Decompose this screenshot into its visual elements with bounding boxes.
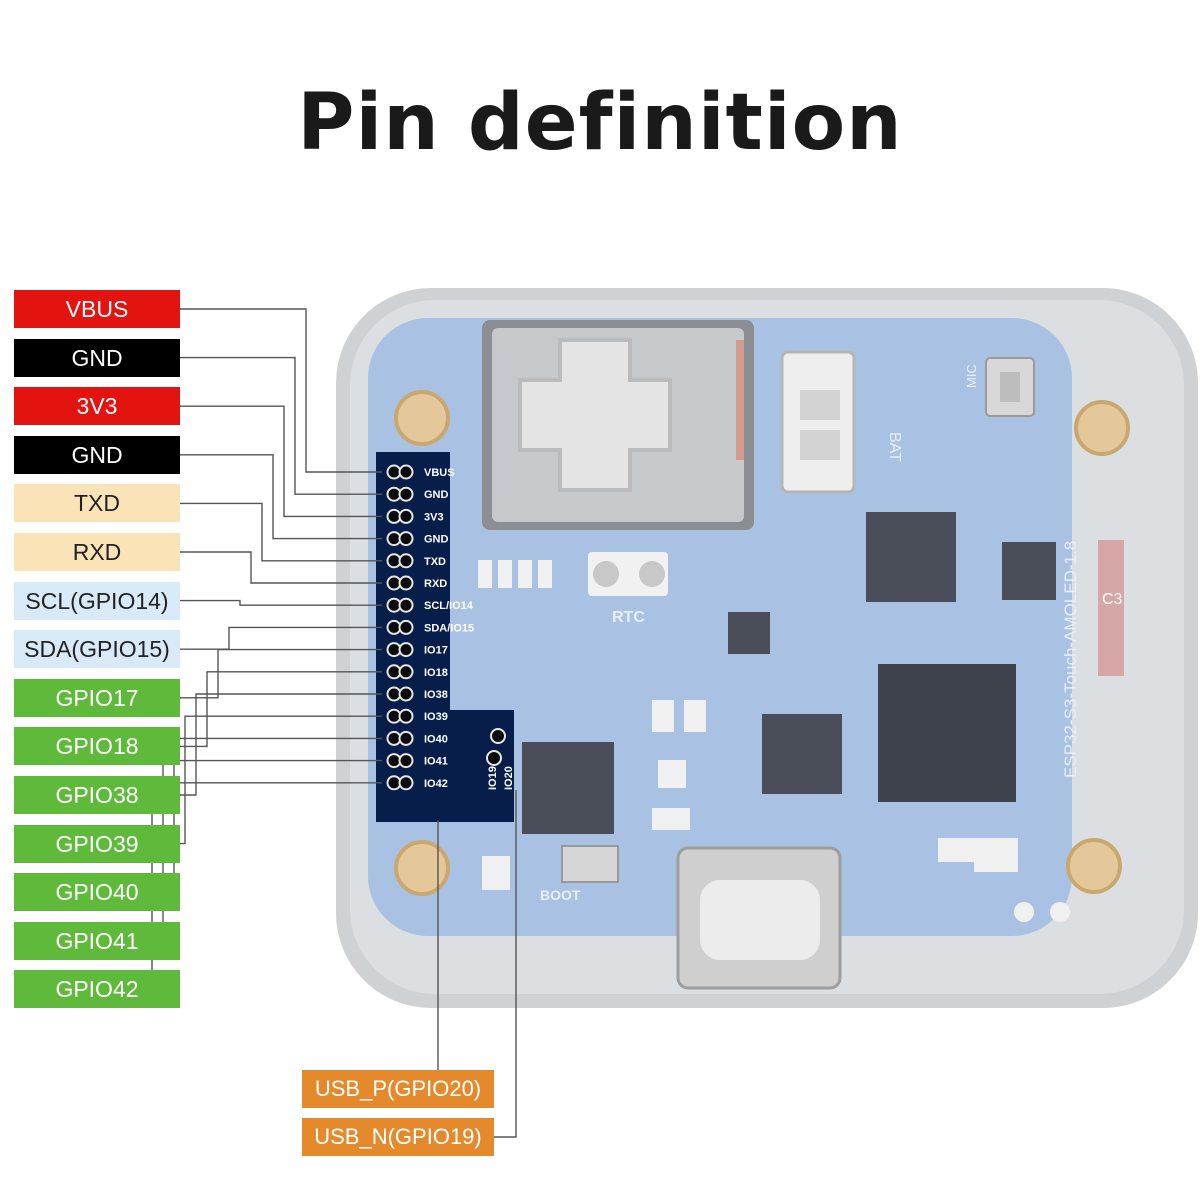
pin-label-12: GPIO40 bbox=[14, 873, 180, 912]
pin-pad bbox=[398, 642, 414, 658]
pin-pad bbox=[398, 730, 414, 746]
silk-mic: MIC bbox=[964, 364, 979, 388]
pin-label-5: RXD bbox=[14, 533, 180, 571]
pin-label-13: GPIO41 bbox=[14, 921, 180, 960]
pin-pad bbox=[398, 508, 414, 524]
pin-pad bbox=[398, 553, 414, 569]
silk-pin-8: IO17 bbox=[424, 645, 448, 657]
pin-label-6: SCL(GPIO14) bbox=[14, 581, 180, 620]
wire-4 bbox=[180, 502, 382, 562]
mount-hole bbox=[1066, 838, 1122, 894]
silk-pin-0: VBUS bbox=[424, 467, 455, 479]
silk-rtc: RTC bbox=[612, 609, 645, 626]
wire-3 bbox=[180, 454, 382, 540]
silk-bat: BAT bbox=[886, 432, 903, 462]
pin-pad bbox=[398, 708, 414, 724]
wire-1 bbox=[180, 356, 382, 495]
pin-pad bbox=[398, 753, 414, 769]
wire-8 bbox=[180, 648, 382, 699]
silk-pin-2: 3V3 bbox=[424, 511, 444, 523]
wire-2 bbox=[180, 405, 382, 518]
silk-pin-1: GND bbox=[424, 489, 449, 501]
wire-7 bbox=[180, 626, 382, 650]
chip-main bbox=[878, 664, 1016, 802]
pin-pad bbox=[398, 664, 414, 680]
silk-pin-7: SDA/IO15 bbox=[424, 622, 474, 634]
silk-c3: C3 bbox=[1102, 591, 1123, 608]
silk-pin-4: TXD bbox=[424, 556, 446, 568]
wire-0 bbox=[180, 308, 382, 473]
silk-usb-0: IO20 bbox=[503, 766, 515, 790]
wire-6 bbox=[180, 599, 382, 606]
silk-pin-9: IO18 bbox=[424, 667, 448, 679]
pin-pad bbox=[398, 597, 414, 613]
usb-label-1: USB_N(GPIO19) bbox=[302, 1118, 494, 1156]
silk-pin-14: IO42 bbox=[424, 778, 448, 790]
silk-usb-1: IO19 bbox=[487, 766, 499, 790]
pin-pad bbox=[398, 686, 414, 702]
silk-pin-11: IO39 bbox=[424, 711, 448, 723]
wire-5 bbox=[180, 551, 382, 584]
wire-9 bbox=[180, 671, 382, 748]
pin-label-10: GPIO38 bbox=[14, 776, 180, 814]
pin-label-1: GND bbox=[14, 338, 180, 377]
pin-label-8: GPIO17 bbox=[14, 678, 180, 717]
pin-pad bbox=[398, 775, 414, 791]
silk-boot: BOOT bbox=[540, 887, 581, 903]
pin-pad bbox=[398, 531, 414, 547]
pin-label-7: SDA(GPIO15) bbox=[14, 630, 180, 669]
silk-pin-3: GND bbox=[424, 534, 449, 546]
pin-label-0: VBUS bbox=[14, 290, 180, 328]
silk-pin-6: SCL/IO14 bbox=[424, 600, 474, 612]
usb-wire-1 bbox=[494, 790, 517, 1138]
pin-label-14: GPIO42 bbox=[14, 970, 180, 1009]
pin-pad bbox=[398, 486, 414, 502]
silk-pin-13: IO41 bbox=[424, 756, 448, 768]
usb-pad bbox=[486, 750, 502, 766]
pin-pad bbox=[398, 464, 414, 480]
pin-label-3: GND bbox=[14, 435, 180, 474]
silk-pin-12: IO40 bbox=[424, 733, 448, 745]
mount-hole bbox=[394, 840, 450, 896]
pin-pad bbox=[398, 619, 414, 635]
wire-11 bbox=[180, 715, 382, 845]
pin-label-4: TXD bbox=[14, 484, 180, 523]
page-title: Pin definition bbox=[297, 78, 903, 168]
mount-hole bbox=[394, 390, 450, 446]
pin-label-9: GPIO18 bbox=[14, 727, 180, 766]
chip-flash bbox=[866, 512, 956, 602]
pin-pad bbox=[398, 575, 414, 591]
wire-10 bbox=[180, 693, 382, 796]
usb-pad bbox=[490, 728, 506, 744]
usb-label-0: USB_P(GPIO20) bbox=[302, 1070, 494, 1108]
mount-hole bbox=[1074, 400, 1130, 456]
silk-pin-5: RXD bbox=[424, 578, 447, 590]
silk-pin-10: IO38 bbox=[424, 689, 448, 701]
pin-label-2: 3V3 bbox=[14, 387, 180, 426]
chip-io bbox=[522, 742, 614, 834]
pin-label-11: GPIO39 bbox=[14, 824, 180, 863]
silk-board-name: ESP32-S3-Touch-AMOLED-1.8 bbox=[1061, 541, 1080, 778]
